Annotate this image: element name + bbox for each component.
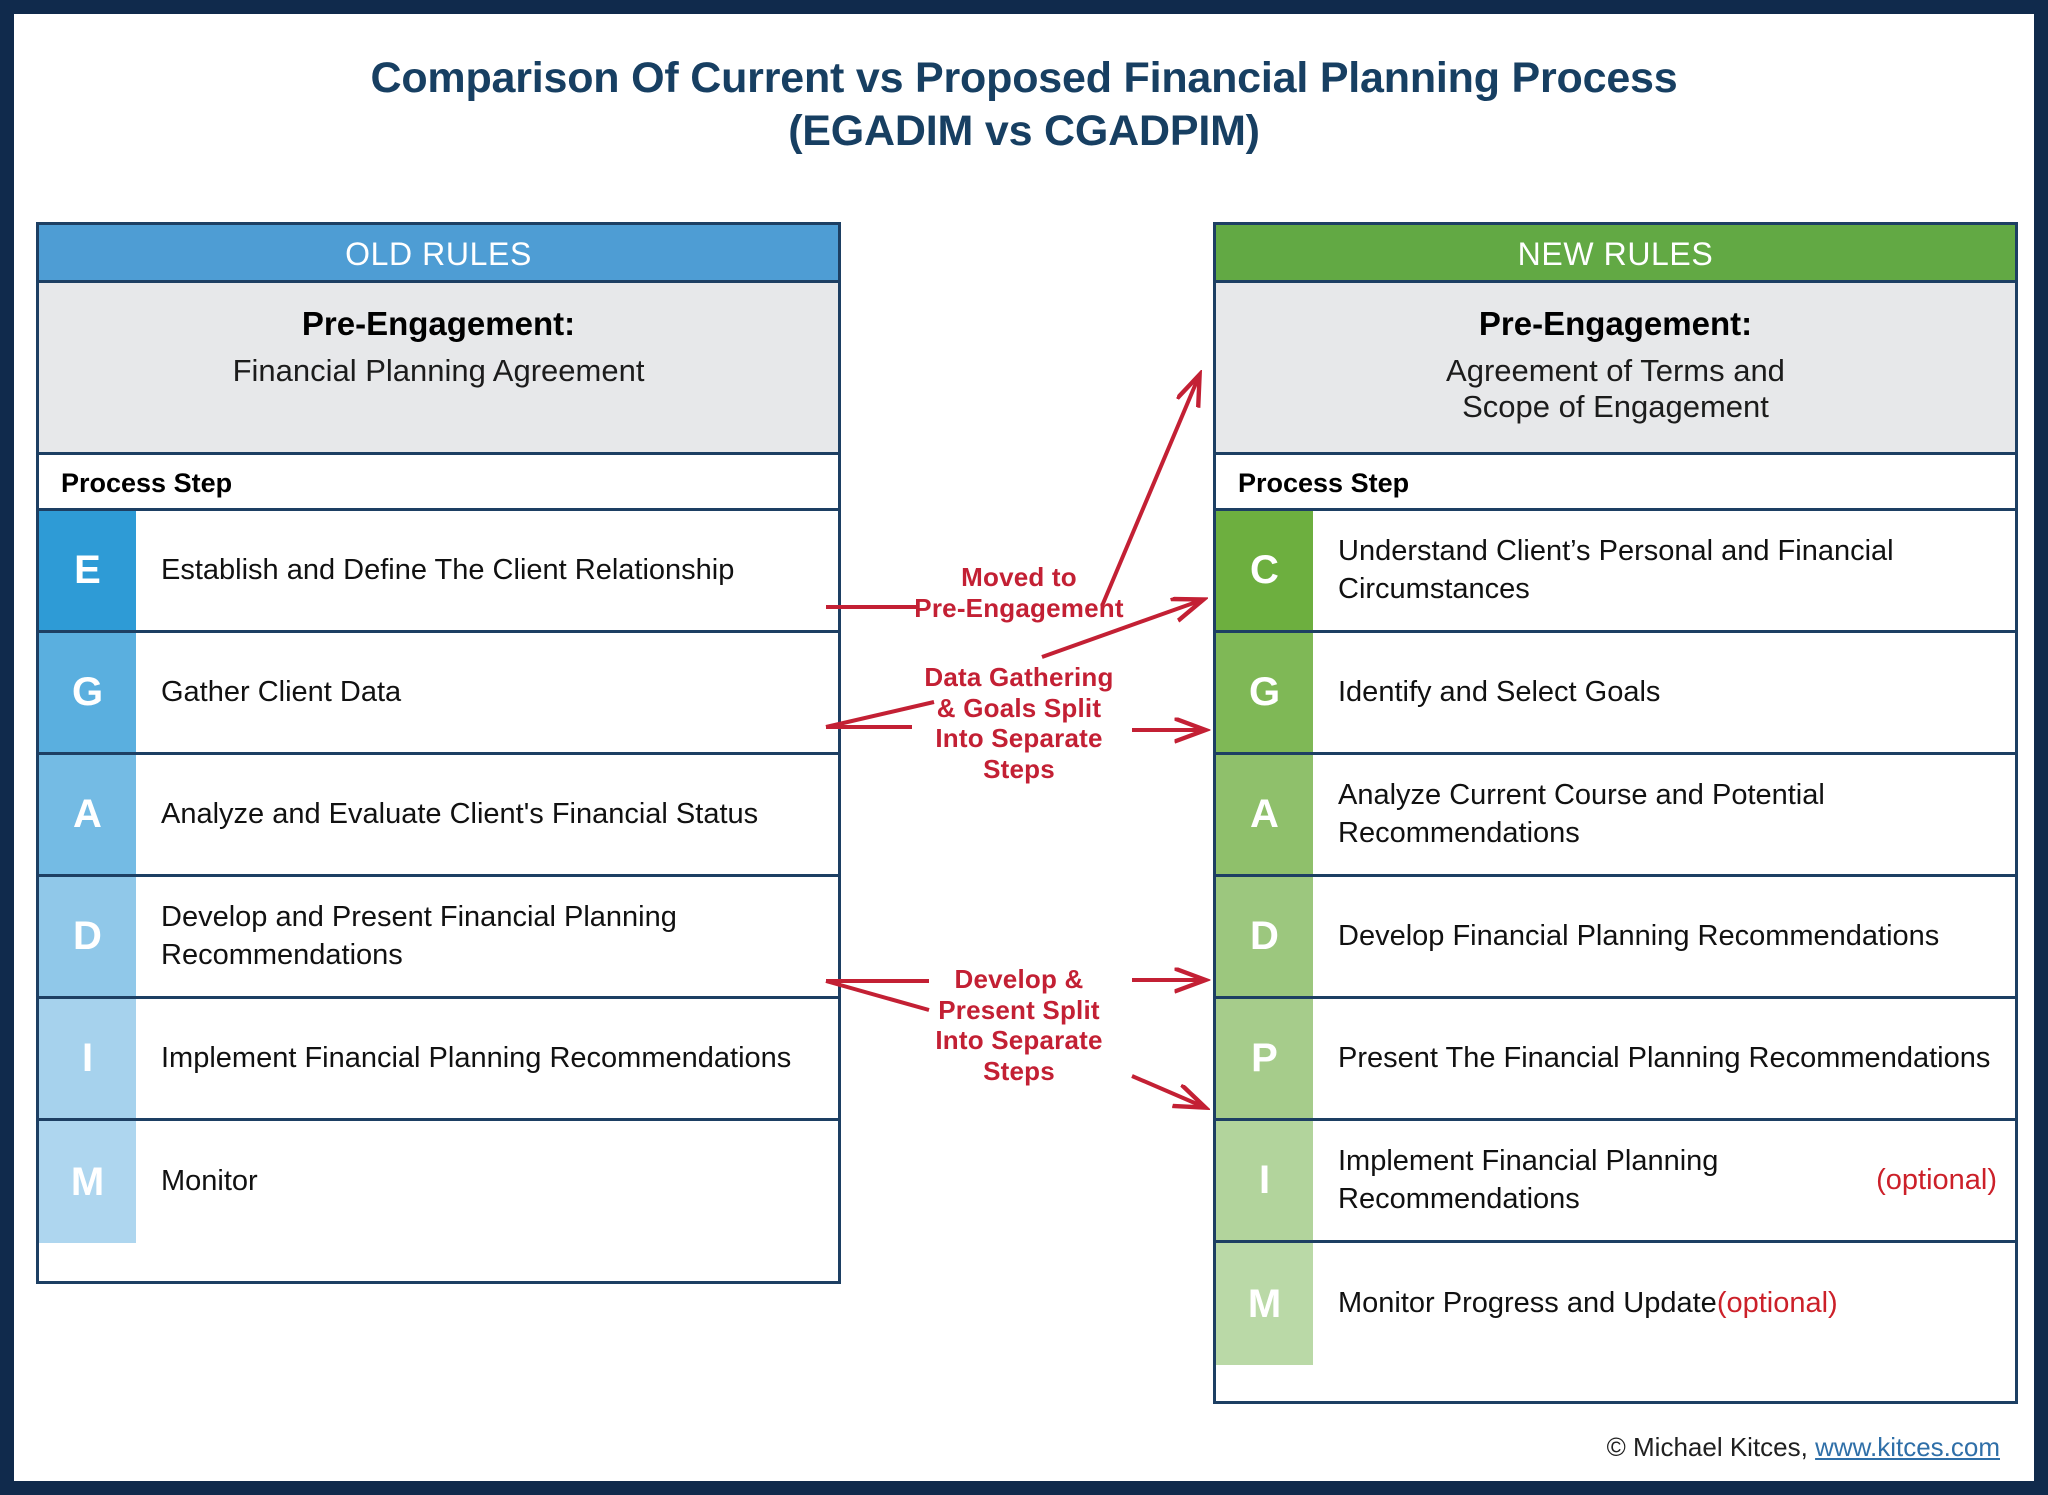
step-letter-badge: M (39, 1121, 136, 1243)
old-pre-engagement-title: Pre-Engagement: (301, 305, 576, 342)
table-row: G Gather Client Data (39, 633, 838, 755)
table-row: P Present The Financial Planning Recommen… (1216, 999, 2015, 1121)
step-description-text: Understand Client’s Personal and Financi… (1338, 534, 1894, 605)
step-description: Develop and Present Financial Planning R… (136, 877, 838, 996)
step-description-text: Present The Financial Planning Recommend… (1338, 1041, 1991, 1074)
annotation-develop-line-3: Into Separate (935, 1025, 1103, 1056)
step-letter-badge: P (1216, 999, 1313, 1118)
old-pre-engagement-cell: Pre-Engagement: Financial Planning Agree… (39, 283, 838, 455)
step-description-text: Implement Financial Planning Recommendat… (1338, 1144, 1719, 1215)
table-row: D Develop Financial Planning Recommendati… (1216, 877, 2015, 999)
table-row: A Analyze and Evaluate Client's Financial… (39, 755, 838, 877)
annotation-develop-line-1: Develop & (954, 964, 1084, 994)
step-description: Develop Financial Planning Recommendatio… (1313, 877, 2015, 996)
step-letter-badge: M (1216, 1243, 1313, 1365)
page-title: Comparison Of Current vs Proposed Financ… (14, 52, 2034, 159)
new-pre-engagement-title: Pre-Engagement: (1478, 305, 1753, 342)
step-description: Analyze Current Course and Potential Rec… (1313, 755, 2015, 874)
step-letter-badge: G (1216, 633, 1313, 752)
old-rules-banner: OLD RULES (39, 225, 838, 283)
step-letter-badge: G (39, 633, 136, 752)
old-process-step-header: Process Step (39, 455, 838, 511)
step-description: Establish and Define The Client Relation… (136, 511, 838, 630)
annotation-data-line-3: Into Separate (935, 723, 1103, 754)
copyright-text: © Michael Kitces, (1606, 1432, 1816, 1462)
step-description-text: Gather Client Data (161, 675, 402, 708)
optional-tag: (optional) (1716, 1287, 1838, 1320)
step-description-text: Monitor (161, 1165, 258, 1198)
step-description: Monitor Progress and Update (optional) (1313, 1243, 2015, 1365)
new-pre-engagement-cell: Pre-Engagement: Agreement of Terms and S… (1216, 283, 2015, 455)
step-letter-badge: A (1216, 755, 1313, 874)
table-row: C Understand Client’s Personal and Financ… (1216, 511, 2015, 633)
table-row: E Establish and Define The Client Relatio… (39, 511, 838, 633)
annotation-develop-line-2: Present Split (938, 994, 1100, 1025)
step-letter-badge: D (1216, 877, 1313, 996)
annotation-develop-present-split: Develop & Present Split Into Separate St… (874, 964, 1164, 1087)
annotation-data-line-1: Data Gathering (924, 662, 1114, 692)
new-pre-engagement-subtitle-line1: Agreement of Terms and (1446, 353, 1785, 388)
old-rules-table: OLD RULES Pre-Engagement: Financial Plan… (36, 222, 841, 1284)
kitces-website-link[interactable]: www.kitces.com (1815, 1432, 2000, 1462)
step-description: Gather Client Data (136, 633, 838, 752)
step-description-text: Identify and Select Goals (1338, 675, 1661, 708)
step-description-text: Develop and Present Financial Planning R… (161, 900, 677, 971)
new-process-step-header: Process Step (1216, 455, 2015, 511)
optional-tag: (optional) (1876, 1163, 1997, 1196)
table-row: I Implement Financial Planning Recommenda… (39, 999, 838, 1121)
step-letter-badge: E (39, 511, 136, 630)
old-rules-rows: E Establish and Define The Client Relatio… (39, 511, 838, 1243)
new-rules-rows: C Understand Client’s Personal and Financ… (1216, 511, 2015, 1365)
step-description: Implement Financial Planning Recommendat… (136, 999, 838, 1118)
old-pre-engagement-subtitle: Financial Planning Agreement (232, 353, 645, 388)
step-description: Identify and Select Goals (1313, 633, 2015, 752)
annotation-data-gathering-split: Data Gathering & Goals Split Into Separa… (869, 662, 1169, 785)
table-row: M Monitor (39, 1121, 838, 1243)
new-rules-table: NEW RULES Pre-Engagement: Agreement of T… (1213, 222, 2018, 1404)
step-description: Implement Financial Planning Recommendat… (1313, 1121, 2015, 1240)
title-line-1: Comparison Of Current vs Proposed Financ… (370, 54, 1678, 102)
annotation-moved-line-2: Pre-Engagement (914, 592, 1124, 623)
step-description: Analyze and Evaluate Client's Financial … (136, 755, 838, 874)
step-letter-badge: I (1216, 1121, 1313, 1240)
table-row: A Analyze Current Course and Potential Re… (1216, 755, 2015, 877)
annotation-moved-line-1: Moved to (961, 562, 1077, 592)
step-description-text: Establish and Define The Client Relation… (161, 553, 735, 586)
annotation-develop-line-4: Steps (983, 1056, 1055, 1087)
step-description: Monitor (136, 1121, 838, 1243)
step-letter-badge: A (39, 755, 136, 874)
new-pre-engagement-subtitle-line2: Scope of Engagement (1462, 388, 1769, 424)
step-letter-badge: C (1216, 511, 1313, 630)
step-description-text: Implement Financial Planning Recommendat… (161, 1041, 792, 1074)
table-row: I Implement Financial Planning Recommenda… (1216, 1121, 2015, 1243)
annotation-data-line-2: & Goals Split (936, 692, 1102, 723)
new-rules-banner: NEW RULES (1216, 225, 2015, 283)
step-description: Understand Client’s Personal and Financi… (1313, 511, 2015, 630)
footer-copyright: © Michael Kitces, www.kitces.com (1607, 1432, 2000, 1463)
step-letter-badge: I (39, 999, 136, 1118)
table-row: G Identify and Select Goals (1216, 633, 2015, 755)
annotation-moved-to-pre-engagement: Moved to Pre-Engagement (869, 562, 1169, 623)
annotation-data-line-4: Steps (983, 754, 1055, 785)
step-description-text: Monitor Progress and Update (1338, 1287, 1717, 1320)
step-description-text: Develop Financial Planning Recommendatio… (1338, 919, 1940, 952)
title-line-2: (EGADIM vs CGADPIM) (788, 107, 1260, 156)
step-description-text: Analyze and Evaluate Client's Financial … (161, 797, 759, 830)
step-description: Present The Financial Planning Recommend… (1313, 999, 2015, 1118)
step-letter-badge: D (39, 877, 136, 996)
table-row: D Develop and Present Financial Planning … (39, 877, 838, 999)
step-description-text: Analyze Current Course and Potential Rec… (1338, 778, 1825, 849)
